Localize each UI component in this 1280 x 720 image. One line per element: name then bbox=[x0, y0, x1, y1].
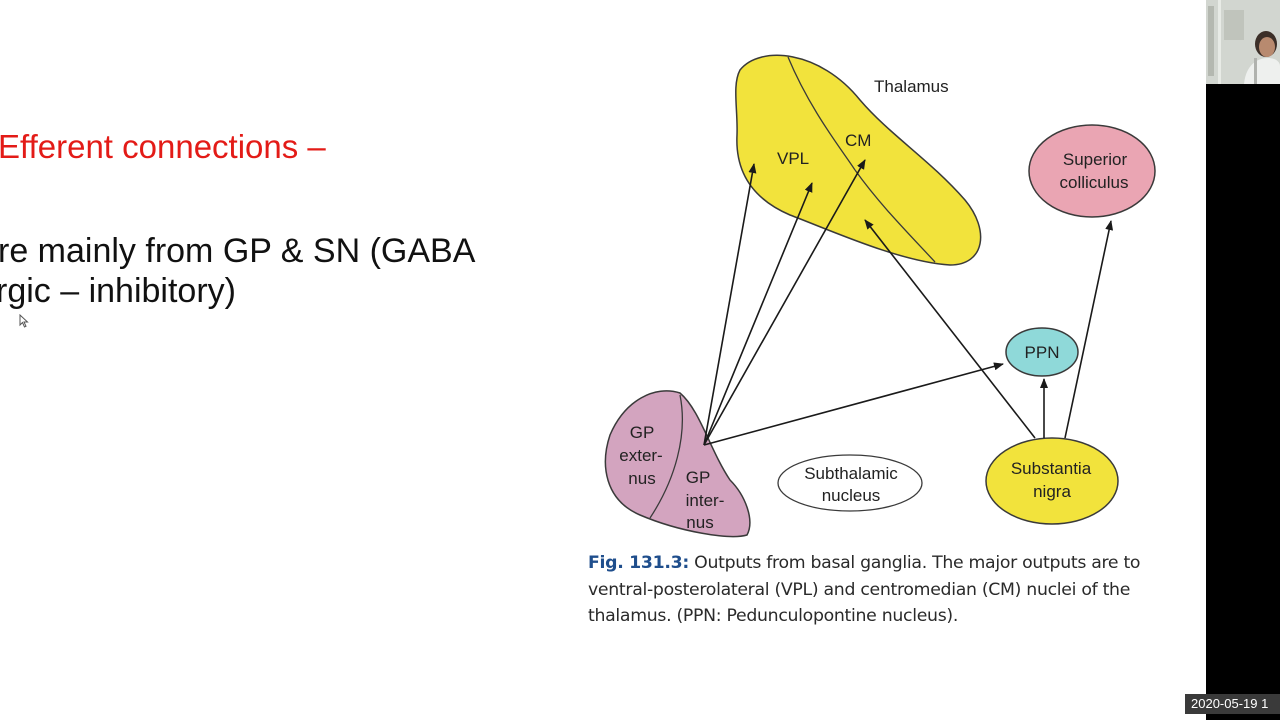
vpl-label: VPL bbox=[777, 149, 809, 168]
thalamus-divider-line-1 bbox=[787, 56, 856, 171]
figure-caption-label: Fig. 131.3: bbox=[588, 553, 689, 573]
arrow-gp-to-ppn bbox=[703, 362, 1004, 446]
recording-timestamp: 2020-05-19 1 bbox=[1185, 694, 1280, 714]
subthalamic-label-1: Subthalamic bbox=[804, 464, 898, 483]
substantia-nigra-node bbox=[985, 437, 1119, 525]
gp-externus-label-3: nus bbox=[628, 469, 655, 488]
subthalamic-nucleus-node bbox=[777, 454, 923, 512]
slide-heading: Efferent connections – bbox=[0, 128, 326, 165]
basal-ganglia-output-diagram: Thalamus VPL CM Superior colliculus PPN … bbox=[604, 54, 1156, 538]
slide-body-line-2: rgic – inhibitory) bbox=[0, 272, 236, 310]
figure-caption: Fig. 131.3: Outputs from basal ganglia. … bbox=[588, 550, 1188, 630]
globus-pallidus-shape bbox=[604, 390, 751, 538]
gp-externus-label-2: exter- bbox=[619, 446, 662, 465]
substantia-nigra-label-1: Substantia bbox=[1011, 459, 1092, 478]
arrow-gp-to-cm bbox=[703, 159, 866, 446]
subthalamic-label-2: nucleus bbox=[822, 486, 881, 505]
globus-pallidus-divider bbox=[649, 394, 683, 519]
arrow-gp-to-vpl-inner bbox=[703, 182, 813, 446]
cm-label: CM bbox=[845, 131, 871, 150]
video-sidebar bbox=[1206, 0, 1280, 720]
thalamus-divider-line-2 bbox=[854, 169, 936, 263]
thalamus-label: Thalamus bbox=[874, 77, 949, 96]
superior-colliculus-node bbox=[1028, 124, 1156, 218]
gp-externus-label-1: GP bbox=[630, 423, 655, 442]
mouse-cursor-icon bbox=[19, 314, 29, 328]
ppn-node bbox=[1005, 327, 1079, 377]
substantia-nigra-label-2: nigra bbox=[1033, 482, 1071, 501]
superior-colliculus-label-1: Superior bbox=[1063, 150, 1128, 169]
gp-internus-label-1: GP bbox=[686, 468, 711, 487]
figure-caption-text: Outputs from basal ganglia. The major ou… bbox=[588, 553, 1141, 626]
slide-body-line-1: re mainly from GP & SN (GABA bbox=[0, 232, 476, 270]
arrow-sn-to-thalamus bbox=[864, 219, 1036, 439]
gp-internus-label-3: nus bbox=[686, 513, 713, 532]
gp-internus-label-2: inter- bbox=[686, 491, 725, 510]
arrow-sn-to-superior-colliculus bbox=[1064, 220, 1114, 439]
arrow-gp-to-vpl bbox=[703, 163, 757, 446]
superior-colliculus-label-2: colliculus bbox=[1060, 173, 1129, 192]
presenter-video-image bbox=[1206, 0, 1280, 84]
ppn-label: PPN bbox=[1025, 343, 1060, 362]
webcam-thumbnail[interactable] bbox=[1206, 0, 1280, 84]
presentation-slide: Efferent connections – re mainly from GP… bbox=[0, 54, 1188, 630]
